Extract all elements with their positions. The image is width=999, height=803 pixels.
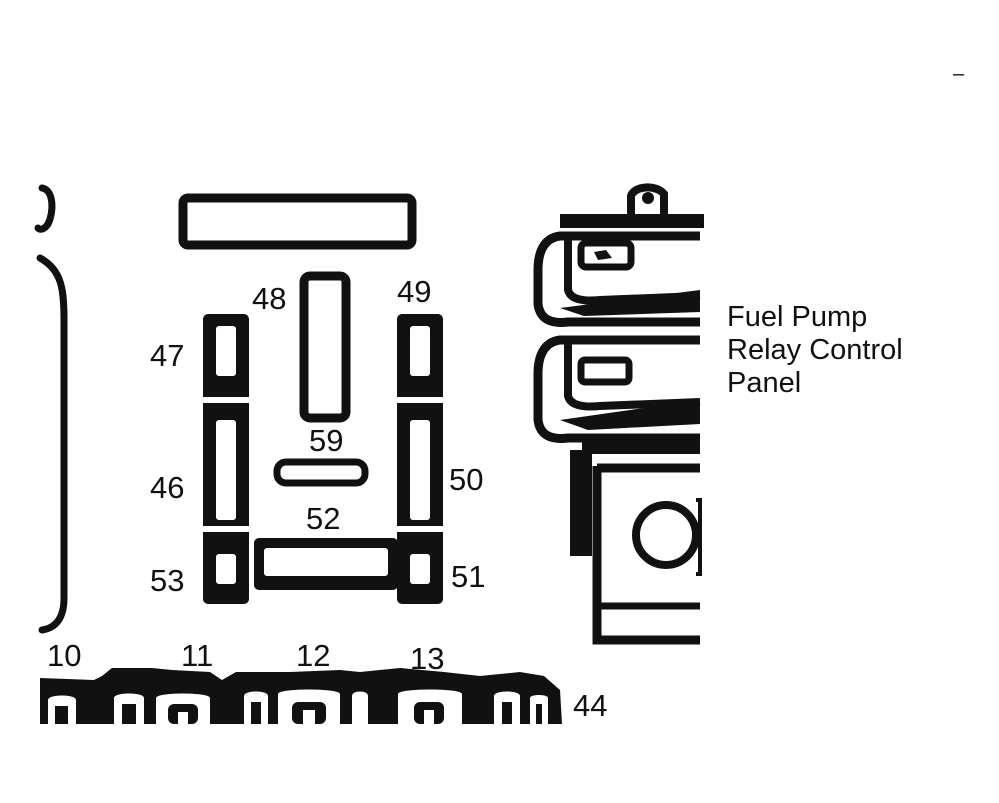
relay-label-51: 51 <box>451 559 485 594</box>
fuse-label-44: 44 <box>573 688 607 723</box>
fuse-slot-3 <box>156 693 210 724</box>
relay-socket-53 <box>216 554 236 584</box>
right-relay-column <box>397 314 443 604</box>
fuse-slot-6 <box>352 691 368 724</box>
corner-mark: – <box>953 63 965 85</box>
fuse-label-13: 13 <box>410 641 444 676</box>
relay-socket-48 <box>299 271 351 423</box>
fuse-slot-9 <box>530 695 548 724</box>
relay-socket-47 <box>216 326 236 376</box>
relay-label-52: 52 <box>306 501 340 536</box>
relay-socket-51 <box>410 554 430 584</box>
fuse-slot-1 <box>48 695 76 724</box>
fuse-slot-5 <box>278 689 340 724</box>
fuse-slot-4 <box>244 691 268 724</box>
relay-socket-50 <box>410 420 430 520</box>
fuel-pump-relay-control-panel <box>533 183 704 645</box>
top-long-relay-socket <box>178 193 417 250</box>
fuse-slot-2 <box>114 693 144 724</box>
caption-line-1: Fuel Pump <box>727 301 867 333</box>
fuse-label-10: 10 <box>47 638 81 673</box>
left-relay-column <box>203 314 249 604</box>
relay-label-47: 47 <box>150 338 184 373</box>
relay-label-49: 49 <box>397 274 431 309</box>
fuse-label-11: 11 <box>181 638 213 673</box>
fuse-slot-8 <box>494 691 520 724</box>
relay-socket-59 <box>273 458 369 487</box>
relay-label-50: 50 <box>449 462 483 497</box>
relay-socket-49 <box>410 326 430 376</box>
fuse-slot-7 <box>398 689 462 724</box>
caption-line-3: Panel <box>727 367 801 399</box>
relay-label-46: 46 <box>150 470 184 505</box>
relay-label-48: 48 <box>252 281 286 316</box>
panel-left-edge <box>34 184 68 634</box>
relay-label-53: 53 <box>150 563 184 598</box>
caption-line-2: Relay Control <box>727 334 903 366</box>
relay-label-59: 59 <box>309 423 343 458</box>
relay-socket-46 <box>216 420 236 520</box>
fuse-row <box>40 668 562 724</box>
fuse-label-12: 12 <box>296 638 330 673</box>
